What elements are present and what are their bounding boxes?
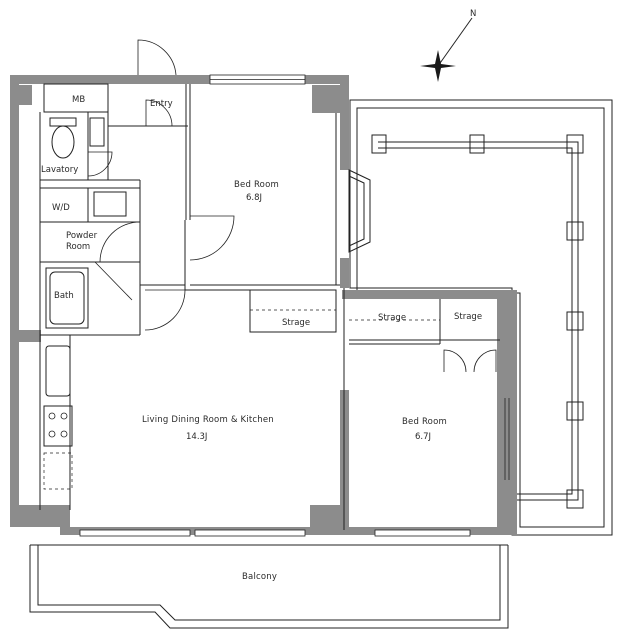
label-bedroom2-size: 6.7J [415,432,431,442]
label-powder-line2: Room [66,242,90,252]
label-wd: W/D [52,203,70,213]
label-lavatory: Lavatory [41,165,78,175]
balcony [29,544,509,629]
label-storage-right: Strage [454,312,482,322]
interior-walls [39,83,500,530]
windows [79,74,510,537]
door-swings [87,39,497,373]
label-entry: Entry [150,99,173,109]
label-bedroom1-name: Bed Room [234,180,279,190]
label-balcony: Balcony [242,572,277,582]
label-powder-line1: Powder [66,231,98,241]
label-bath: Bath [54,291,74,301]
label-storage-center: Strage [282,318,310,328]
exterior-walls [10,75,517,535]
label-ldk-size: 14.3J [186,432,207,442]
room-labels: MB Entry Lavatory W/D Powder Room Bath B… [41,95,482,582]
label-bedroom2-name: Bed Room [402,417,447,427]
label-bedroom1-size: 6.8J [246,193,262,203]
label-ldk-name: Living Dining Room & Kitchen [142,415,274,425]
compass-rose-icon [420,17,473,82]
compass-north-label: N [470,9,476,19]
label-storage-left: Strage [378,313,406,323]
label-mb: MB [72,95,85,105]
